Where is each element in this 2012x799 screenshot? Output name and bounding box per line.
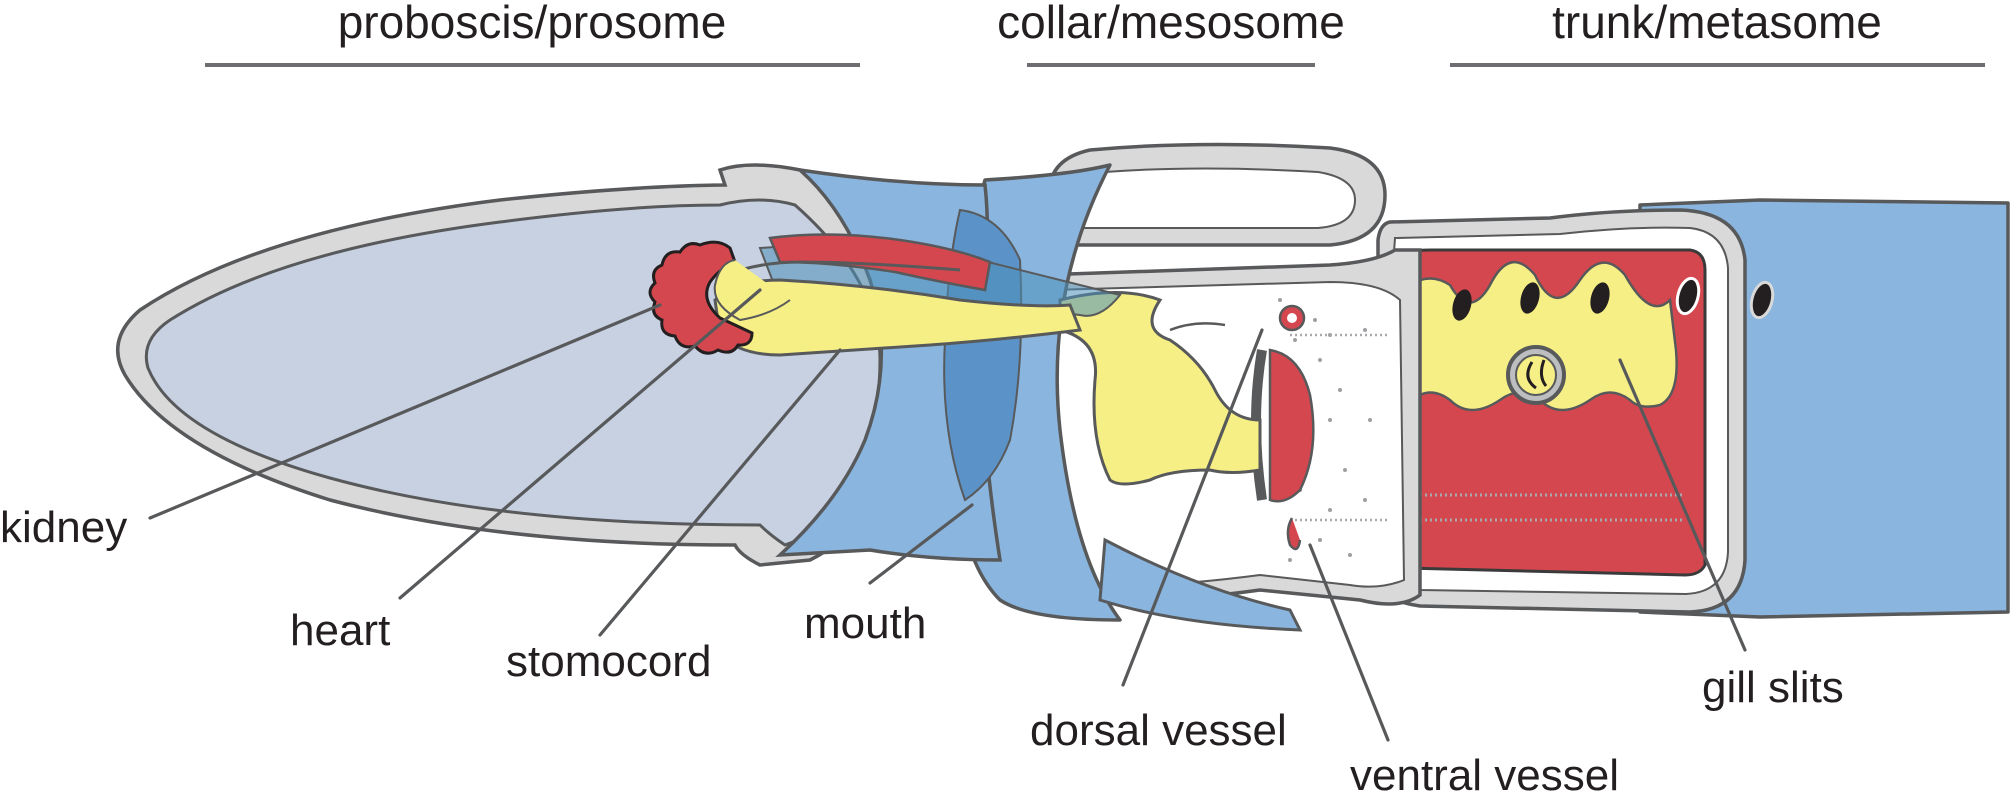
collar-vessel-ring (1268, 348, 1315, 503)
gill-slits-leader (1618, 358, 1747, 652)
gill-pore-1 (1675, 276, 1701, 316)
dorsal-vessel-lumen (1287, 313, 1297, 323)
gill-slit-1 (1452, 289, 1472, 321)
kidney-label: kidney (0, 503, 127, 552)
heart-label: heart (290, 606, 390, 655)
mouth-leader (868, 503, 974, 585)
trunk-header: trunk/metasome (1552, 0, 1882, 48)
kidney-leader (148, 303, 662, 520)
gut-fold-line (1169, 322, 1226, 332)
gut-lumen (1515, 354, 1557, 396)
collar-fold-inner (1068, 167, 1357, 229)
gut-folds (1526, 359, 1548, 390)
proboscis-header: proboscis/prosome (338, 0, 727, 48)
heart-leader (398, 288, 762, 600)
dorsal-vessel-label: dorsal vessel (1030, 706, 1287, 755)
gill-slit-3 (1590, 282, 1610, 314)
stomocord-label: stomocord (506, 637, 711, 686)
heart-vesicle (724, 260, 961, 277)
ventral-vessel-label: ventral vessel (1350, 751, 1619, 799)
ventral-vessel-leader (1308, 543, 1390, 742)
trunk-gut (1408, 260, 1678, 412)
collar-gut (1058, 291, 1262, 486)
stomocord (713, 278, 1083, 357)
gill-slits-label: gill slits (1702, 663, 1844, 712)
stomocord-leader (598, 348, 842, 637)
stomocord-tip (713, 259, 791, 322)
heart-tube (768, 233, 992, 292)
gill-pore-2 (1749, 280, 1775, 320)
ventral-vessel-section (1286, 517, 1302, 551)
gill-slit-2 (1520, 282, 1540, 314)
mouth-label: mouth (804, 599, 926, 648)
collar-header: collar/mesosome (997, 0, 1345, 48)
dorsal-vessel-leader (1121, 328, 1264, 687)
